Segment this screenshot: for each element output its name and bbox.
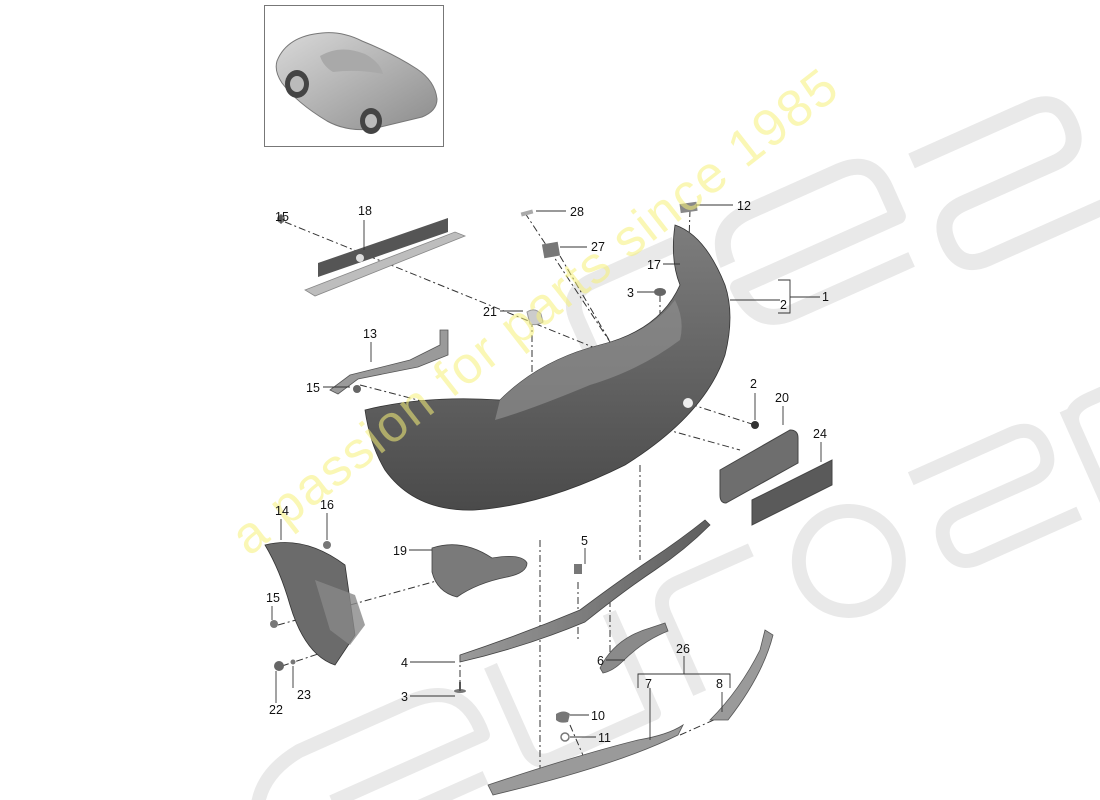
callout-16[interactable]: 16 (320, 498, 334, 512)
callout-21[interactable]: 21 (483, 305, 497, 319)
callout-23[interactable]: 23 (297, 688, 311, 702)
callout-6[interactable]: 6 (597, 654, 604, 668)
callout-5[interactable]: 5 (581, 534, 588, 548)
callout-13[interactable]: 13 (363, 327, 377, 341)
callout-3[interactable]: 3 (401, 690, 408, 704)
callout-12[interactable]: 12 (737, 199, 751, 213)
vehicle-thumbnail (264, 5, 444, 147)
car-icon (275, 32, 438, 134)
callout-15[interactable]: 15 (306, 381, 320, 395)
callout-8[interactable]: 8 (716, 677, 723, 691)
callout-28[interactable]: 28 (570, 205, 584, 219)
callout-17[interactable]: 17 (647, 258, 661, 272)
callout-18[interactable]: 18 (358, 204, 372, 218)
callout-11[interactable]: 11 (598, 731, 611, 745)
callout-7[interactable]: 7 (645, 677, 652, 691)
callout-2[interactable]: 2 (750, 377, 757, 391)
callout-14[interactable]: 14 (275, 504, 289, 518)
callout-4[interactable]: 4 (401, 656, 408, 670)
callout-15[interactable]: 15 (266, 591, 280, 605)
callout-27[interactable]: 27 (591, 240, 605, 254)
callout-22[interactable]: 22 (269, 703, 283, 717)
callout-3[interactable]: 3 (627, 286, 634, 300)
callout-10[interactable]: 10 (591, 709, 605, 723)
callout-1[interactable]: 1 (822, 290, 829, 304)
callout-20[interactable]: 20 (775, 391, 789, 405)
callout-15[interactable]: 15 (275, 210, 289, 224)
callout-19[interactable]: 19 (393, 544, 407, 558)
callout-2[interactable]: 2 (780, 298, 787, 312)
callout-26[interactable]: 26 (676, 642, 690, 656)
callout-24[interactable]: 24 (813, 427, 827, 441)
